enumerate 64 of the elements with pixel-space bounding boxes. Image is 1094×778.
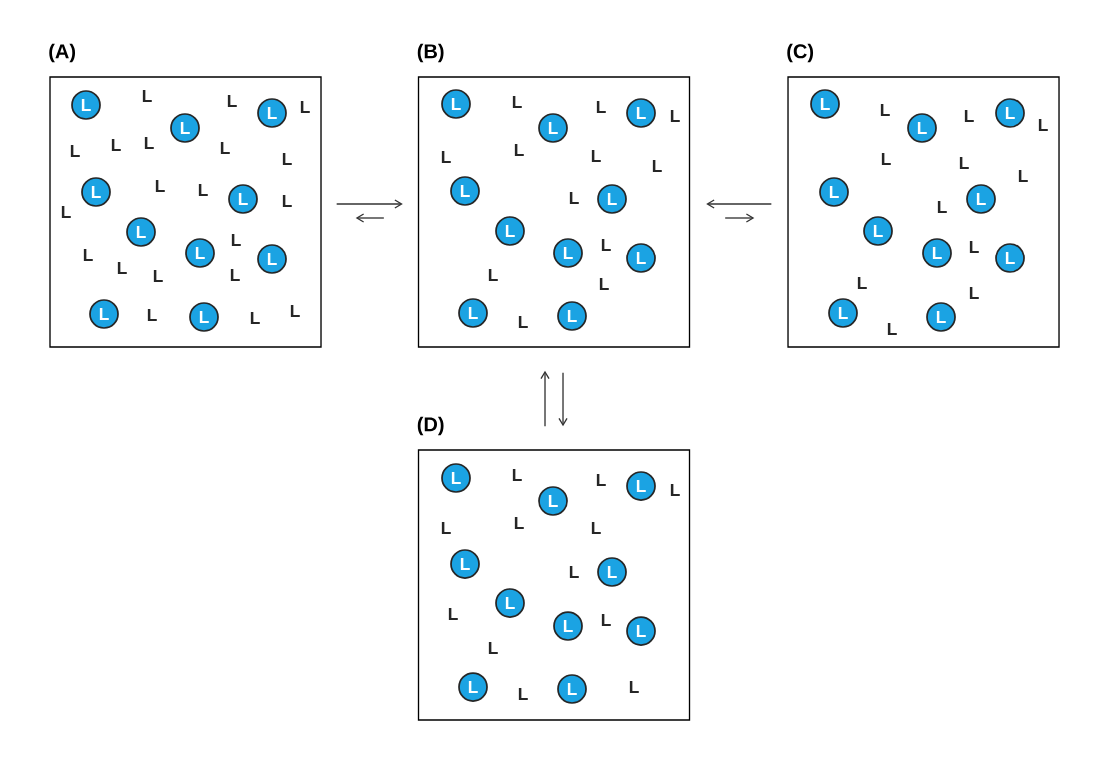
- ligand-letter: L: [144, 137, 154, 149]
- ligand-letter: L: [441, 522, 451, 534]
- ligand-letter: L: [596, 101, 606, 113]
- ligand-letter: L: [282, 195, 292, 207]
- ligand-letter: L: [591, 522, 601, 534]
- ligand-letter: L: [569, 566, 579, 578]
- ligand-letter: L: [601, 614, 611, 626]
- arrow: [706, 199, 772, 209]
- ligand-letter: L: [670, 110, 680, 122]
- ligand-letter: L: [518, 316, 528, 328]
- arrow: [724, 213, 755, 223]
- ligand-letter: L: [596, 474, 606, 486]
- ligand-letter: L: [153, 270, 163, 282]
- ligand-letter: L: [198, 184, 208, 196]
- ligand-letter: L: [512, 96, 522, 108]
- ligand-letter: L: [1038, 119, 1048, 131]
- ligand-letter: L: [964, 110, 974, 122]
- ligand-letter: L: [959, 157, 969, 169]
- ligand-letter: L: [83, 249, 93, 261]
- node-label: (C): [787, 43, 814, 63]
- ligand-letter: L: [282, 153, 292, 165]
- ligand-letter: L: [147, 309, 157, 321]
- ligand-letter: L: [514, 144, 524, 156]
- node-label: (B): [417, 43, 444, 63]
- ligand-letter: L: [569, 192, 579, 204]
- ligand-letter: L: [887, 323, 897, 335]
- arrow: [336, 199, 403, 209]
- ligand-letter: L: [1018, 170, 1028, 182]
- ligand-letter: L: [155, 180, 165, 192]
- ligand-letter: L: [512, 469, 522, 481]
- ligand-letter: L: [599, 278, 609, 290]
- node-label: (D): [417, 416, 444, 436]
- arrow: [540, 370, 550, 427]
- arrow: [355, 213, 385, 223]
- ligand-letter: L: [629, 681, 639, 693]
- ligand-letter: L: [880, 104, 890, 116]
- ligand-letter: L: [142, 90, 152, 102]
- ligand-letter: L: [969, 287, 979, 299]
- ligand-letter: L: [290, 305, 300, 317]
- ligand-letter: L: [514, 517, 524, 529]
- ligand-letter: L: [969, 241, 979, 253]
- ligand-letter: L: [231, 234, 241, 246]
- ligand-letter: L: [117, 262, 127, 274]
- ligand-letter: L: [230, 269, 240, 281]
- ligand-letter: L: [441, 151, 451, 163]
- ligand-letter: L: [448, 608, 458, 620]
- arrow: [558, 372, 568, 427]
- ligand-letter: L: [881, 153, 891, 165]
- ligand-letter: L: [70, 145, 80, 157]
- ligand-letter: L: [652, 160, 662, 172]
- ligand-letter: L: [591, 150, 601, 162]
- ligand-letter: L: [250, 312, 260, 324]
- ligand-letter: L: [670, 484, 680, 496]
- ligand-letter: L: [488, 269, 498, 281]
- ligand-letter: L: [220, 142, 230, 154]
- ligand-letter: L: [111, 139, 121, 151]
- node-label: (A): [49, 43, 76, 63]
- ligand-letter: L: [488, 642, 498, 654]
- ligand-letter: L: [601, 239, 611, 251]
- ligand-letter: L: [937, 201, 947, 213]
- ligand-letter: L: [857, 277, 867, 289]
- ligand-letter: L: [61, 206, 71, 218]
- ligand-letter: L: [518, 688, 528, 700]
- ligand-letter: L: [227, 95, 237, 107]
